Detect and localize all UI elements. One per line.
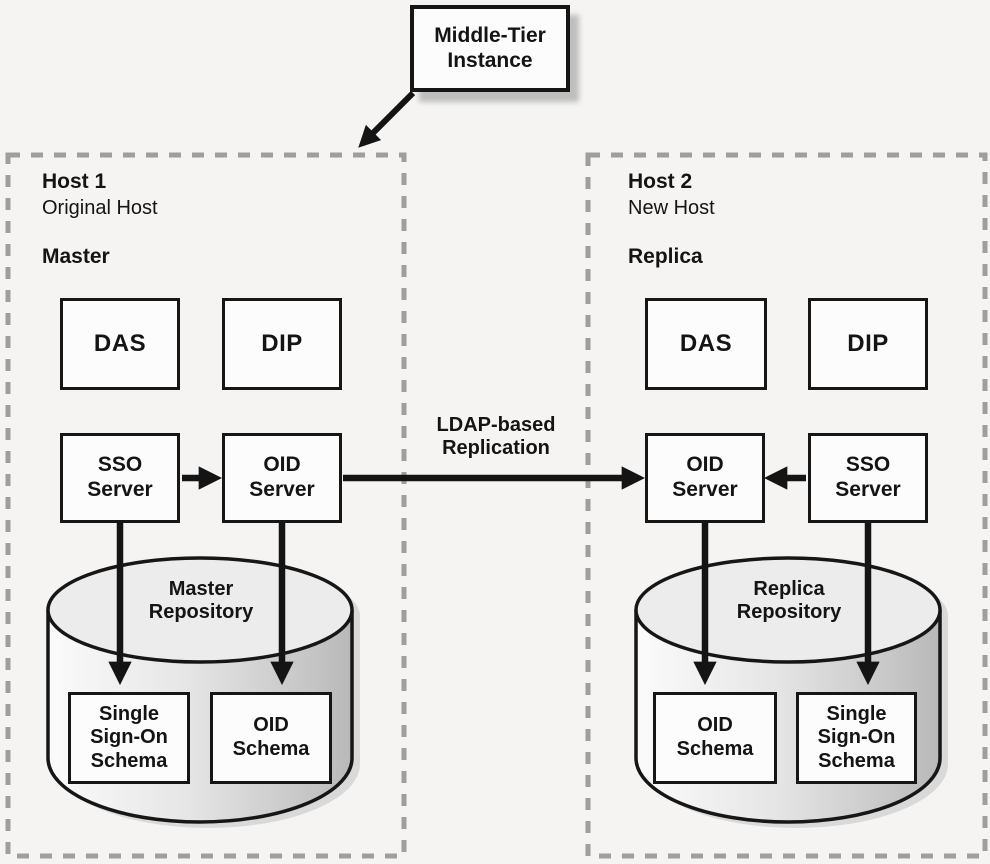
middle-tier-pointer-arrow (358, 90, 416, 148)
host2-sso-schema-box: Single Sign-On Schema (796, 692, 917, 784)
host2-name: Host 2 (628, 170, 693, 193)
replica-repository-top (634, 556, 942, 664)
host1-das-box: DAS (60, 298, 180, 390)
host2-role: Replica (628, 245, 703, 268)
host1-oid-schema-box: OID Schema (210, 692, 332, 784)
replica-repository-label: Replica Repository (736, 578, 842, 623)
ldap-replication-label: LDAP-based Replication (436, 414, 556, 459)
master-repository-label: Master Repository (148, 578, 254, 623)
host1-sso-server-box: SSO Server (60, 433, 180, 523)
host1-role: Master (42, 245, 110, 268)
host2-subtitle: New Host (628, 197, 715, 219)
middle-tier-instance-box: Middle-Tier Instance (410, 5, 570, 92)
host2-header: Host 2 New Host (628, 170, 715, 220)
host1-subtitle: Original Host (42, 197, 158, 219)
host1-oid-server-box: OID Server (222, 433, 342, 523)
host2-oid-server-box: OID Server (645, 433, 765, 523)
master-repository-top (46, 556, 354, 664)
host2-sso-server-box: SSO Server (808, 433, 928, 523)
host1-header: Host 1 Original Host (42, 170, 158, 220)
host1-name: Host 1 (42, 170, 107, 193)
host1-sso-schema-box: Single Sign-On Schema (68, 692, 190, 784)
host1-dip-box: DIP (222, 298, 342, 390)
host2-oid-schema-box: OID Schema (653, 692, 777, 784)
host2-dip-box: DIP (808, 298, 928, 390)
host1-dashed-boundary (5, 152, 407, 859)
host2-dashed-boundary (585, 152, 988, 859)
host2-das-box: DAS (645, 298, 767, 390)
